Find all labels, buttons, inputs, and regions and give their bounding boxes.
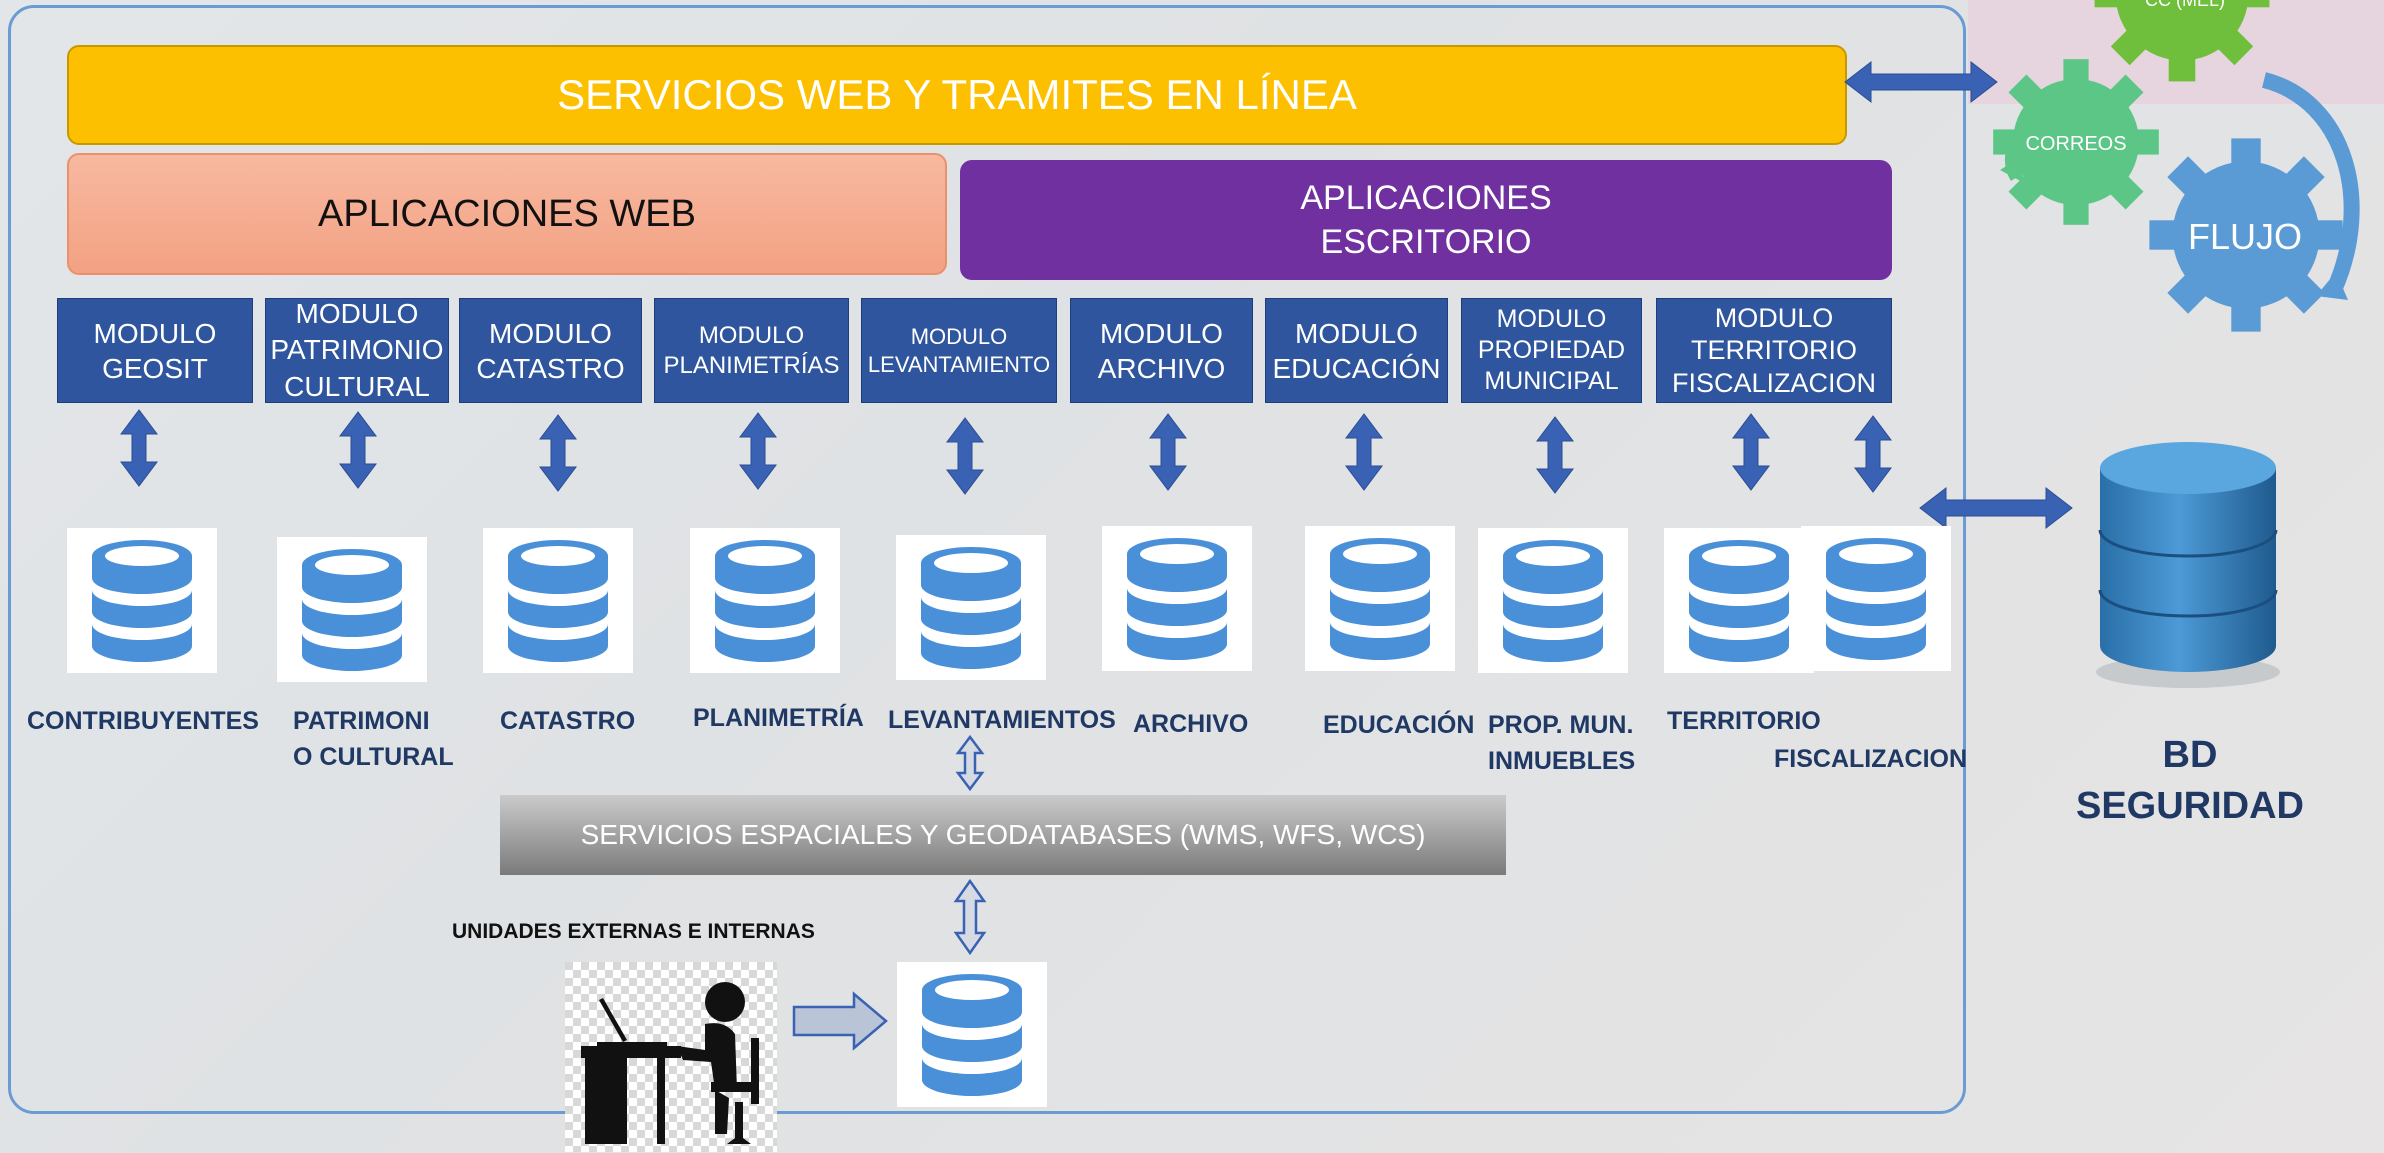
gear-top-icon — [2094, 0, 2270, 82]
security-db-label: BD SEGURIDAD — [2075, 734, 2305, 828]
db-label-planimetria: PLANIMETRÍA — [693, 704, 864, 732]
module-propiedad-municipal: MODULO PROPIEDAD MUNICIPAL — [1461, 298, 1642, 403]
module-catastro: MODULO CATASTRO — [459, 298, 642, 403]
gear-correos-label: CORREOS — [2025, 132, 2127, 155]
db-label-contribuyentes: CONTRIBUYENTES — [27, 707, 259, 735]
arrow-territorio — [1732, 413, 1770, 491]
db-label-levantamientos: LEVANTAMIENTOS — [888, 706, 1116, 734]
arrow-archivo — [1149, 413, 1187, 491]
module-patrimonio-cultural: MODULO PATRIMONIO CULTURAL — [265, 298, 449, 403]
arrow-propiedad — [1536, 416, 1574, 494]
geospatial-services-bar: SERVICIOS ESPACIALES Y GEODATABASES (WMS… — [500, 795, 1506, 875]
arrow-fiscalizacion — [1854, 415, 1892, 493]
process-gears — [1993, 0, 2360, 332]
arrow-person-db — [792, 991, 888, 1051]
database-icon-patrimonio — [277, 537, 427, 682]
arrow-planimetria — [739, 412, 777, 490]
db-label-catastro: CATASTRO — [500, 707, 636, 735]
arrow-db-security — [1919, 487, 2073, 529]
db-label-fiscalizacion: FISCALIZACION — [1774, 745, 1968, 773]
security-database-icon — [2096, 442, 2280, 688]
db-label-propiedad: PROP. MUN. INMUEBLES — [1488, 711, 1636, 776]
db-label-territorio: TERRITORIO — [1667, 707, 1821, 735]
module-levantamiento: MODULO LEVANTAMIENTO — [861, 298, 1057, 403]
arrow-geosit — [120, 409, 158, 487]
database-icon-territorio — [1664, 528, 1814, 673]
arrow-levantamientos-geo — [956, 735, 984, 791]
module-territorio-fiscalizacion: MODULO TERRITORIO FISCALIZACION — [1656, 298, 1892, 403]
person-at-computer-icon — [565, 962, 777, 1152]
arrow-educacion — [1345, 413, 1383, 491]
external-units-label: UNIDADES EXTERNAS E INTERNAS — [452, 920, 815, 943]
db-label-educacion: EDUCACIÓN — [1323, 711, 1475, 739]
database-icon-fiscalizacion — [1801, 526, 1951, 671]
module-planimetrias: MODULO PLANIMETRÍAS — [654, 298, 849, 403]
database-icon-contribuyentes — [67, 528, 217, 673]
arrow-catastro — [539, 414, 577, 492]
arrow-patrimonio — [339, 411, 377, 489]
arrow-geo-db — [954, 879, 986, 955]
database-icon-archivo — [1102, 526, 1252, 671]
system-frame — [8, 5, 1966, 1114]
db-label-archivo: ARCHIVO — [1133, 710, 1249, 738]
gear-flujo-label: FLUJO — [2187, 216, 2302, 257]
database-icon-planimetria — [690, 528, 840, 673]
module-educacion: MODULO EDUCACIÓN — [1265, 298, 1448, 403]
database-icon-levantamientos — [896, 535, 1046, 680]
web-applications-box: APLICACIONES WEB — [67, 153, 947, 275]
database-icon-propiedad — [1478, 528, 1628, 673]
db-label-patrimonio: PATRIMONI O CULTURAL — [293, 707, 454, 772]
arrow-levantamiento — [946, 417, 984, 495]
module-archivo: MODULO ARCHIVO — [1070, 298, 1253, 403]
gear-top-label: CC (MEL) — [2120, 0, 2250, 12]
database-icon-catastro — [483, 528, 633, 673]
web-services-banner: SERVICIOS WEB Y TRAMITES EN LÍNEA — [67, 45, 1847, 145]
module-geosit: MODULO GEOSIT — [57, 298, 253, 403]
database-icon-central — [897, 962, 1047, 1107]
database-icon-educacion — [1305, 526, 1455, 671]
desktop-applications-box: APLICACIONES ESCRITORIO — [960, 160, 1892, 280]
